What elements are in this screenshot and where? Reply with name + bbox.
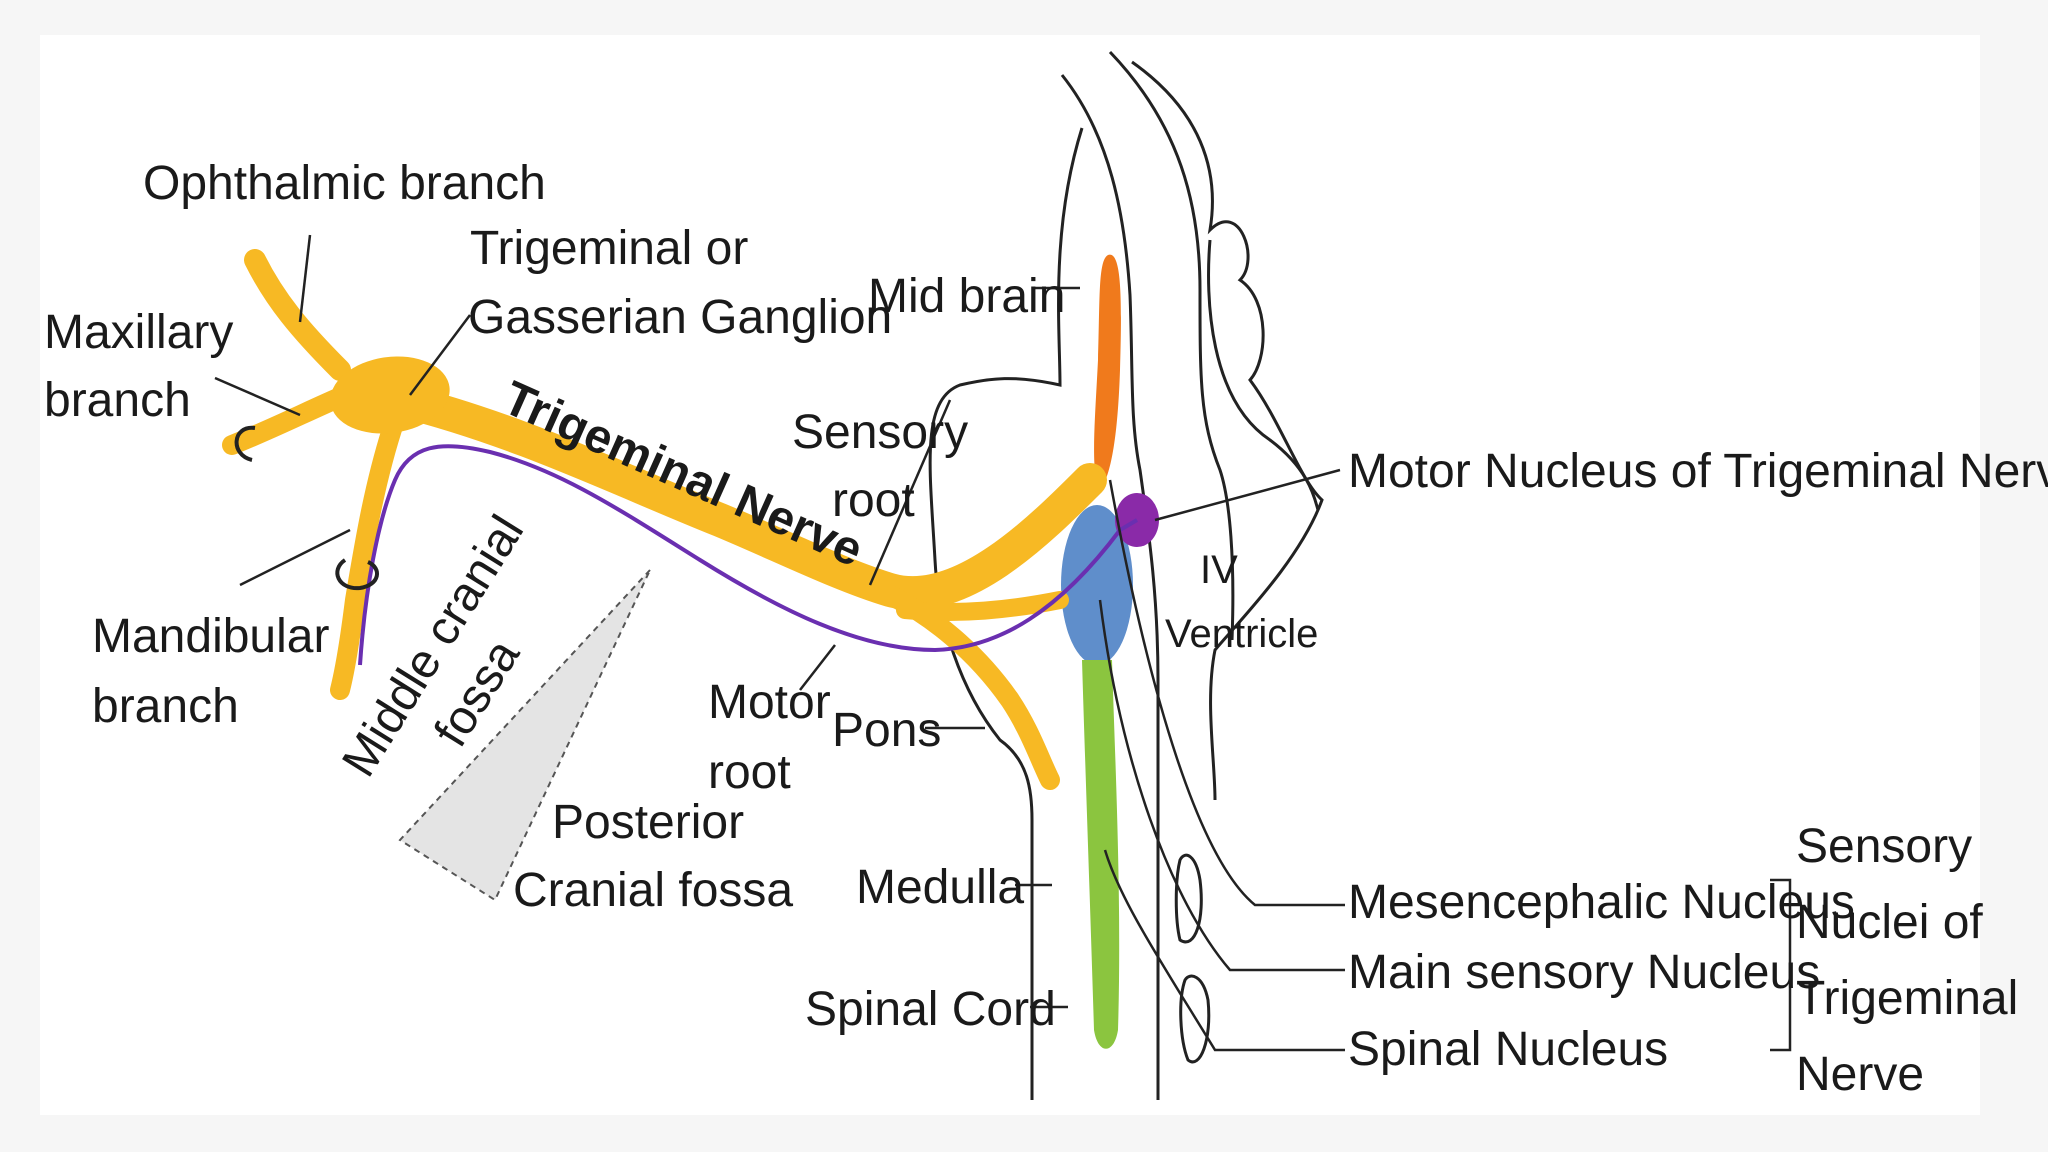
label-sensory-root-1: Sensory	[792, 406, 968, 459]
label-posterior-fossa-2: Cranial fossa	[513, 864, 793, 917]
label-motor-root-1: Motor	[708, 676, 831, 729]
label-ophthalmic-branch: Ophthalmic branch	[143, 157, 546, 210]
spinal-nucleus	[1082, 660, 1120, 1049]
trigeminal-ganglion-shape	[330, 356, 450, 434]
label-motor-root-2: root	[708, 746, 791, 799]
label-main-sensory-nucleus: Main sensory Nucleus	[1348, 946, 1820, 999]
label-mandibular-2: branch	[92, 680, 239, 733]
label-motor-nucleus: Motor Nucleus of Trigeminal Nerve	[1348, 445, 2048, 498]
label-ganglion-2: Gasserian Ganglion	[468, 291, 892, 344]
label-iv-ventricle-1: IV	[1200, 548, 1238, 592]
maxillary-cut-icon	[234, 425, 256, 462]
label-mid-brain: Mid brain	[868, 270, 1065, 323]
label-spinal-nucleus: Spinal Nucleus	[1348, 1023, 1668, 1076]
label-posterior-fossa-1: Posterior	[552, 796, 744, 849]
label-pons: Pons	[832, 704, 941, 757]
label-mesencephalic-nucleus: Mesencephalic Nucleus	[1348, 876, 1855, 929]
brainstem-outline	[928, 50, 1324, 1100]
mandibular-cut-icon	[335, 558, 379, 591]
label-sensory-nuclei-1: Sensory	[1796, 820, 1972, 873]
ophthalmic-branch-shape	[244, 249, 351, 381]
motor-root-shape	[358, 444, 1139, 666]
main-sensory-nucleus	[1061, 505, 1133, 665]
nerve-trunk-shape	[383, 383, 1107, 611]
label-sensory-nuclei-3: Trigeminal	[1796, 972, 2018, 1025]
label-maxillary-1: Maxillary	[44, 306, 233, 359]
label-sensory-nuclei-4: Nerve	[1796, 1048, 1924, 1101]
label-maxillary-2: branch	[44, 374, 191, 427]
label-sensory-nuclei-2: Nuclei of	[1796, 896, 1983, 949]
leader-lines	[214, 234, 1792, 1052]
label-spinal-cord: Spinal Cord	[805, 983, 1056, 1036]
posterior-fossa-shape	[398, 569, 651, 902]
label-mandibular-1: Mandibular	[92, 610, 329, 663]
label-medulla: Medulla	[856, 861, 1024, 914]
label-sensory-root-2: root	[832, 474, 915, 527]
label-ganglion-1: Trigeminal or	[470, 222, 748, 275]
label-iv-ventricle-2: Ventricle	[1165, 612, 1318, 656]
midbrain-nucleus	[1094, 254, 1121, 490]
